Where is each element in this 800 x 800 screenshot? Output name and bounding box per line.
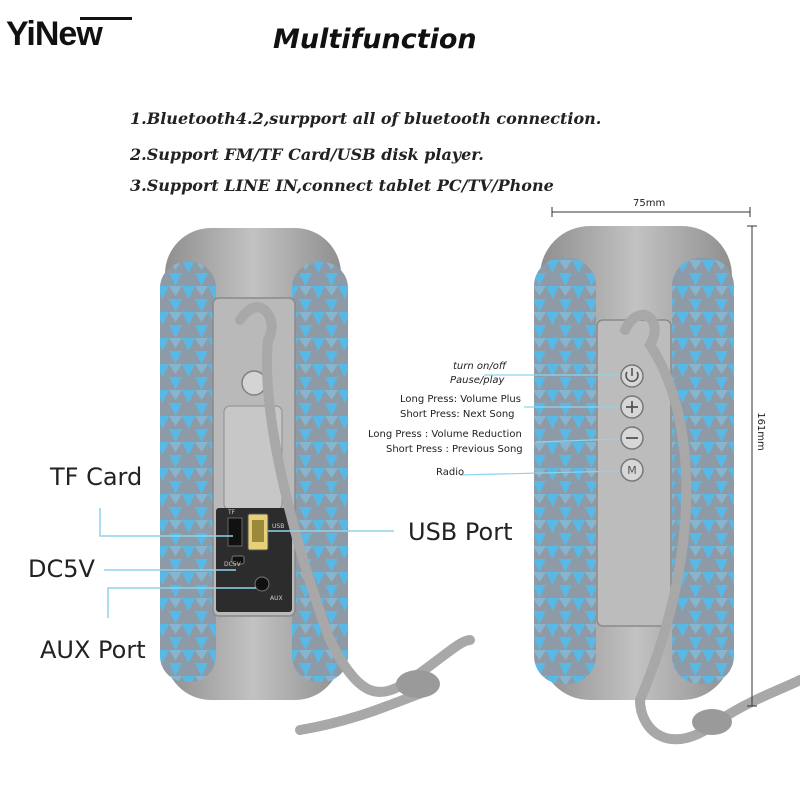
right-speaker-fabric-left	[534, 258, 596, 684]
logo-underline	[80, 17, 132, 20]
mode-callout: Radio	[436, 467, 465, 478]
aux-port-icon	[254, 576, 270, 592]
feature-line-3: 3.Support LINE IN,connect tablet PC/TV/P…	[130, 176, 554, 195]
minus-callout-line2: Short Press : Previous Song	[386, 444, 523, 455]
plus-icon	[620, 395, 644, 419]
tf-card-label: TF Card	[50, 463, 143, 491]
port-label-aux: AUX	[270, 595, 283, 602]
left-strap-knot	[396, 670, 440, 698]
port-label-tf: TF	[227, 509, 236, 516]
mode-icon: M	[620, 458, 644, 482]
aux-port-label: AUX Port	[40, 636, 146, 664]
tf-card-callout-line	[99, 508, 233, 537]
plus-callout-line2: Short Press: Next Song	[400, 409, 515, 420]
height-dimension-label: 161mm	[754, 412, 766, 451]
brand-logo: YiNew	[6, 15, 103, 53]
dc5v-label: DC5V	[28, 555, 95, 583]
port-label-dc: DC5V	[224, 561, 242, 568]
plus-callout-line1: Long Press: Volume Plus	[400, 394, 521, 405]
aux-port-callout-line	[107, 587, 256, 618]
right-strap-knot	[692, 709, 732, 735]
left-callout-lines	[99, 508, 394, 618]
minus-callout-line1: Long Press : Volume Reduction	[368, 429, 522, 440]
usb-port-label: USB Port	[408, 518, 513, 546]
power-callout-line2: Pause/play	[450, 375, 505, 386]
right-strap	[620, 310, 800, 745]
dimension-lines	[551, 207, 757, 707]
dc-port-icon	[231, 555, 245, 565]
power-callout-line1: turn on/off	[453, 361, 507, 372]
left-speaker-fabric-left	[160, 262, 216, 682]
minus-icon	[620, 426, 644, 450]
left-speaker	[160, 228, 475, 735]
mode-icon-glyph: M	[627, 464, 637, 477]
page-title: Multifunction	[273, 24, 477, 55]
feature-line-1: 1.Bluetooth4.2,surpport all of bluetooth…	[130, 109, 602, 128]
tf-slot-icon	[227, 517, 243, 547]
right-speaker: M	[534, 226, 800, 745]
right-speaker-fabric-right	[672, 258, 734, 684]
button-callout-lines	[459, 374, 621, 476]
power-icon	[620, 364, 644, 388]
feature-line-2: 2.Support FM/TF Card/USB disk player.	[130, 145, 484, 164]
port-label-usb: USB	[272, 523, 284, 530]
width-dimension-label: 75mm	[633, 198, 666, 209]
